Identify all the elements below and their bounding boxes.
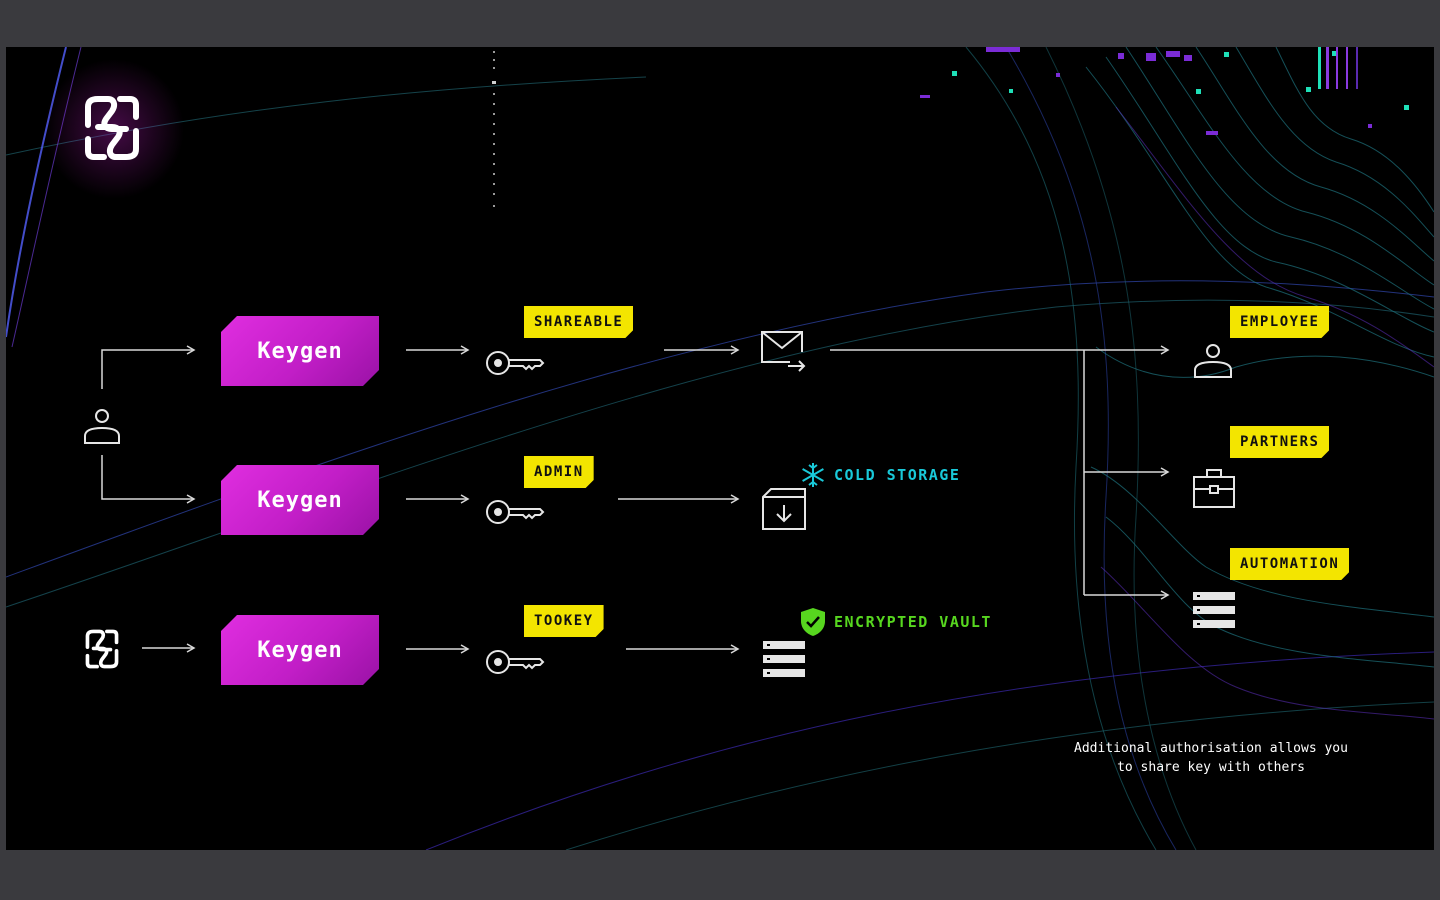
brand-logo-small-icon xyxy=(82,629,122,669)
encrypted-vault-status: ENCRYPTED VAULT xyxy=(800,607,992,637)
tag-automation: AUTOMATION xyxy=(1230,548,1349,580)
slide-canvas: Keygen Keygen Keygen SHAREABLE ADMIN TOO… xyxy=(6,47,1434,850)
server-stack-icon xyxy=(1193,592,1235,630)
tag-shareable: SHAREABLE xyxy=(524,306,633,338)
snowflake-icon xyxy=(800,462,826,488)
tag-tookey: TOOKEY xyxy=(524,605,604,637)
key-icon xyxy=(485,498,545,526)
tag-admin: ADMIN xyxy=(524,456,594,488)
caption-line-1: Additional authorisation allows you xyxy=(1074,741,1348,756)
keygen-box-shareable[interactable]: Keygen xyxy=(221,316,379,386)
archive-box-icon xyxy=(761,487,807,531)
tag-partners: PARTNERS xyxy=(1230,426,1329,458)
brand-logo-icon xyxy=(82,95,142,161)
server-stack-icon xyxy=(763,641,805,679)
briefcase-icon xyxy=(1192,467,1236,509)
keygen-box-tookey[interactable]: Keygen xyxy=(221,615,379,685)
user-icon xyxy=(1193,343,1233,381)
shield-check-icon xyxy=(800,607,826,637)
caption-line-2: to share key with others xyxy=(1117,760,1305,775)
tag-employee: EMPLOYEE xyxy=(1230,306,1329,338)
key-icon xyxy=(485,648,545,676)
envelope-send-icon xyxy=(760,330,808,372)
user-icon xyxy=(82,407,122,447)
cold-storage-status: COLD STORAGE xyxy=(800,462,960,488)
flow-connectors xyxy=(101,345,1170,654)
caption-text: Additional authorisation allows you to s… xyxy=(1061,739,1361,777)
keygen-box-admin[interactable]: Keygen xyxy=(221,465,379,535)
encrypted-vault-label: ENCRYPTED VAULT xyxy=(834,613,992,631)
cold-storage-label: COLD STORAGE xyxy=(834,466,961,484)
key-icon xyxy=(485,349,545,377)
